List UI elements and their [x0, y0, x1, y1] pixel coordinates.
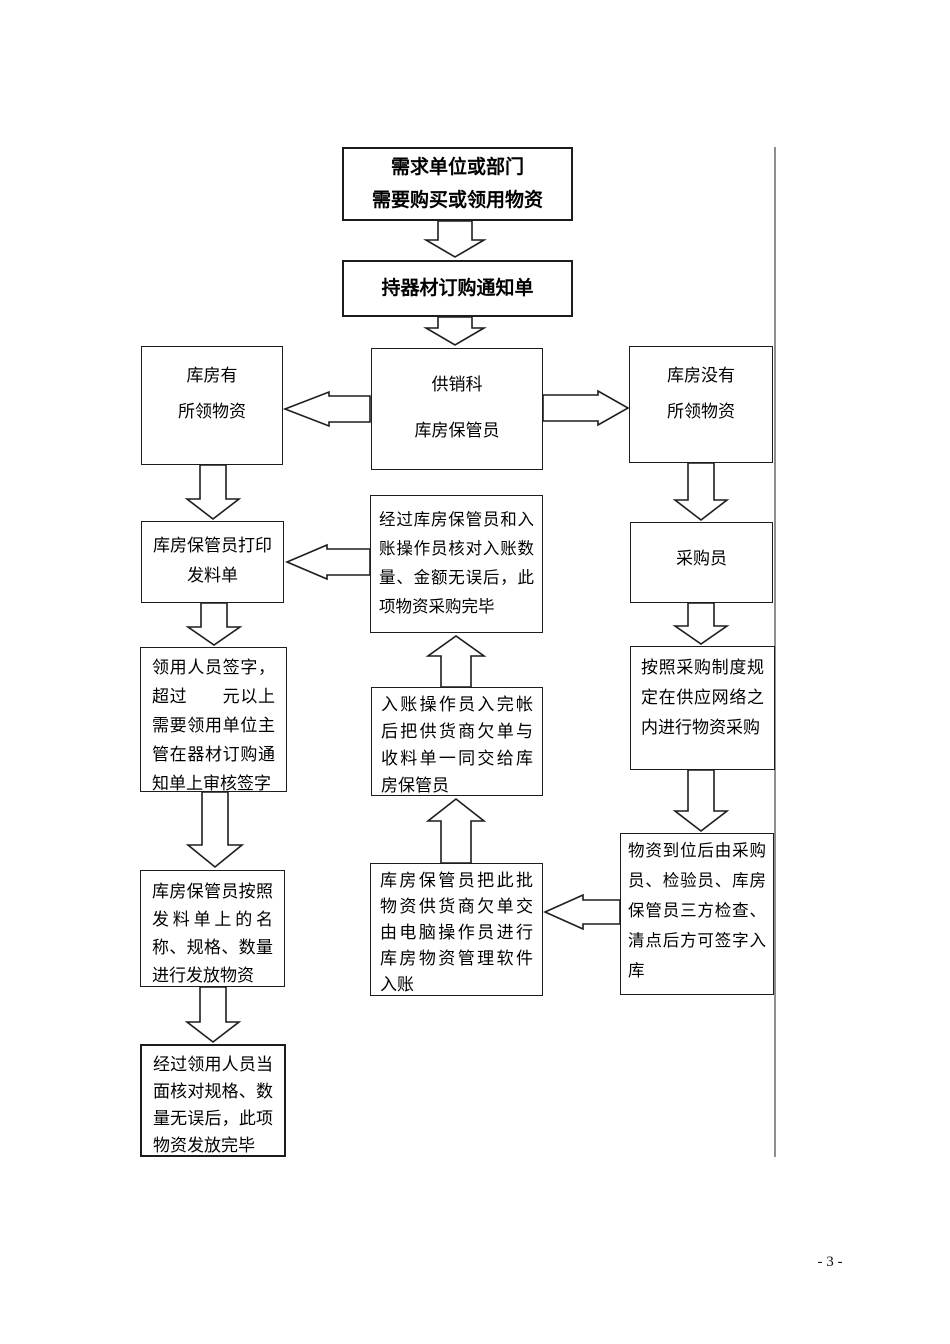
box-demand: 需求单位或部门 需要购买或领用物资 — [342, 147, 573, 221]
box-line: 按照采购制度规 — [641, 658, 764, 677]
box-arrival-check: 物资到位后由采购 员、检验员、库房 保管员三方检查、 清点后方可签字入 库 — [620, 833, 774, 995]
box-line: 量无误后，此项 — [153, 1109, 273, 1128]
arrow-print-to-sign — [185, 602, 243, 646]
box-line: 员、检验员、库房 — [628, 871, 766, 890]
box-line: 收料单一同交给库 — [381, 749, 533, 768]
box-line: 发料单上的名 — [152, 910, 273, 929]
box-line: 发料单 — [187, 566, 238, 585]
arrow-buyer-to-procure — [672, 602, 730, 645]
box-line: 库 — [628, 961, 645, 980]
box-line: 需求单位或部门 — [390, 157, 524, 178]
arrow-supply-to-no-stock — [542, 389, 630, 427]
box-line: 称、规格、数量 — [152, 938, 273, 957]
box-line: 后把供货商欠单与 — [381, 722, 533, 741]
box-line: 项物资采购完毕 — [379, 597, 495, 616]
box-line: 库房保管员把此批 — [380, 871, 533, 890]
box-line: 清点后方可签字入 — [628, 931, 766, 950]
box-line: 入账操作员入完帐 — [381, 695, 533, 714]
box-line: 经过领用人员当 — [153, 1055, 273, 1074]
arrow-demand-to-notice — [423, 220, 487, 258]
box-line: 入账 — [380, 975, 414, 994]
box-line: 内进行物资采购 — [641, 718, 760, 737]
arrow-sign-to-issue — [185, 791, 245, 869]
box-line: 库房保管员打印 — [153, 536, 272, 555]
box-line: 采购员 — [676, 548, 727, 568]
box-has-stock: 库房有 所领物资 — [141, 346, 283, 465]
page-number: - 3 - — [817, 1254, 843, 1270]
box-line: 面核对规格、数 — [153, 1082, 273, 1101]
box-purchase-done: 经过库房保管员和入 账操作员核对入账数 量、金额无误后，此 项物资采购完毕 — [370, 495, 543, 633]
box-sign: 领用人员签字， 超过 元以上 需要领用单位主 管在器材订购通 知单上审核签字 — [140, 647, 287, 793]
box-issue-goods: 库房保管员按照 发料单上的名 称、规格、数量 进行发放物资 — [140, 870, 285, 987]
box-line: 知单上审核签字 — [152, 774, 271, 793]
box-buyer: 采购员 — [630, 522, 773, 603]
arrow-has-stock-to-print — [184, 464, 242, 521]
box-line: 库房没有 — [667, 366, 735, 385]
box-line: 管在器材订购通 — [152, 745, 275, 764]
box-issue-done: 经过领用人员当 面核对规格、数 量无误后，此项 物资发放完毕 — [140, 1044, 286, 1157]
arrow-notice-to-supply — [423, 316, 487, 346]
box-line: 库房保管员 — [414, 421, 500, 440]
arrow-arrival-to-software — [543, 893, 621, 931]
box-line: 所领物资 — [178, 402, 246, 421]
arrow-issue-to-issue-done — [184, 986, 242, 1044]
box-line: 领用人员签字， — [152, 658, 275, 677]
box-line: 所领物资 — [667, 402, 735, 421]
box-line: 物资发放完毕 — [153, 1136, 255, 1155]
box-line: 需要领用单位主 — [152, 716, 275, 735]
box-line: 库房有 — [186, 366, 238, 385]
box-line: 供销科 — [431, 375, 483, 394]
arrow-procure-to-arrival — [672, 769, 730, 833]
box-line: 定在供应网络之 — [641, 688, 764, 707]
box-notice: 持器材订购通知单 — [342, 260, 573, 317]
box-print-slip: 库房保管员打印 发料单 — [141, 521, 284, 603]
box-line: 库房保管员按照 — [152, 882, 273, 901]
arrow-supply-to-has-stock — [282, 390, 371, 428]
box-line: 经过库房保管员和入 — [379, 510, 534, 529]
box-line: 进行发放物资 — [152, 966, 254, 985]
box-procure: 按照采购制度规 定在供应网络之 内进行物资采购 — [630, 646, 775, 770]
box-bookkeeper: 入账操作员入完帐 后把供货商欠单与 收料单一同交给库 房保管员 — [371, 687, 543, 796]
box-supply-dept: 供销科 库房保管员 — [371, 348, 543, 470]
box-line: 账操作员核对入账数 — [379, 539, 534, 558]
arrow-purchase-done-to-print — [284, 543, 371, 581]
arrow-software-to-bookkeeper — [425, 797, 487, 864]
arrow-no-stock-to-buyer — [672, 462, 730, 522]
box-line: 超过 元以上 — [152, 687, 275, 706]
box-line: 保管员三方检查、 — [628, 901, 766, 920]
arrow-bookkeeper-to-purchase-done — [425, 635, 487, 688]
box-software-entry: 库房保管员把此批 物资供货商欠单交 由电脑操作员进行 库房物资管理软件 入账 — [370, 863, 543, 996]
box-line: 量、金额无误后，此 — [379, 568, 534, 587]
box-line: 物资供货商欠单交 — [380, 897, 533, 916]
box-line: 房保管员 — [381, 776, 449, 795]
box-line: 需要购买或领用物资 — [371, 190, 543, 211]
box-line: 物资到位后由采购 — [628, 841, 766, 860]
box-line: 由电脑操作员进行 — [380, 923, 533, 942]
box-line: 库房物资管理软件 — [380, 949, 533, 968]
box-line: 持器材订购通知单 — [381, 277, 534, 299]
box-no-stock: 库房没有 所领物资 — [629, 346, 773, 463]
